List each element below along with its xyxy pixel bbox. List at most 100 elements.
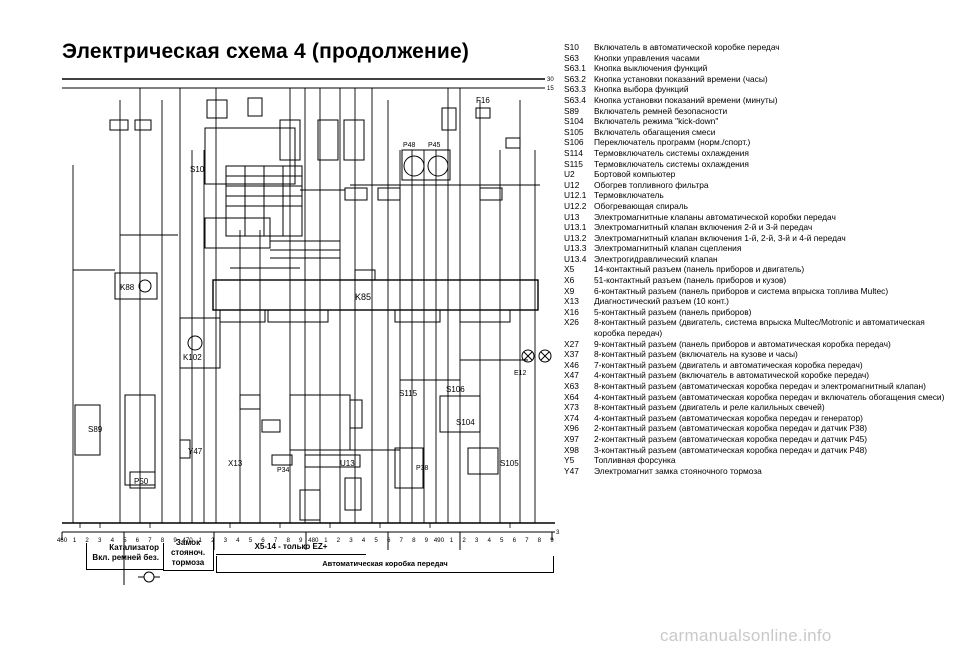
legend-code: X9 xyxy=(564,285,575,296)
legend-code: X16 xyxy=(564,306,579,317)
ground-scale-number: 5 xyxy=(123,537,127,544)
legend-description: Кнопки управления часами xyxy=(594,52,700,63)
legend-description: Включатель обагащения смеси xyxy=(594,126,716,137)
legend-description: 8-контактный разъем (двигатель и реле ка… xyxy=(594,402,825,413)
ground-scale-number: 4 xyxy=(362,537,366,544)
watermark: carmanualsonline.info xyxy=(660,626,832,645)
legend-description: Термовключатель системы охлаждения xyxy=(594,158,749,169)
legend-code: S63.3 xyxy=(564,84,586,95)
legend-code: X73 xyxy=(564,402,579,413)
legend-description: Кнопка выбора функций xyxy=(594,84,689,95)
legend-code: U13.2 xyxy=(564,232,587,243)
ground-scale-number: 8 xyxy=(286,537,290,544)
ground-scale-number: 6 xyxy=(513,537,517,544)
ground-scale-number: 6 xyxy=(387,537,391,544)
legend-code: U12 xyxy=(564,179,580,190)
component-label: K85 xyxy=(355,292,371,302)
component-label: S105 xyxy=(500,459,519,468)
ground-scale-number: 3 xyxy=(349,537,353,544)
catalyst-symbol-icon xyxy=(138,571,160,583)
ground-scale-number: 9 xyxy=(550,537,554,544)
legend-description: Включатель режима "kick-down" xyxy=(594,116,719,127)
legend-code: X97 xyxy=(564,433,579,444)
ground-scale-number: 7 xyxy=(148,537,152,544)
legend-row: X73 8-контактный разъем (двигатель и реле… xyxy=(564,402,954,413)
legend-code: S63.1 xyxy=(564,63,586,74)
ground-scale-number: 7 xyxy=(274,537,278,544)
legend-code: X27 xyxy=(564,338,579,349)
ground-scale-number: 5 xyxy=(249,537,253,544)
legend-description: Электромагнитные клапаны автоматической … xyxy=(594,211,836,222)
legend-code: U13.4 xyxy=(564,253,587,264)
legend-code: X74 xyxy=(564,412,579,423)
legend-description: 7-контактный разъем (двигатель и автомат… xyxy=(594,359,863,370)
footer-box-catalyst: Катализатор Вкл. ремней без. xyxy=(86,543,164,570)
legend-description: 5-контактный разъем (панель приборов) xyxy=(594,306,752,317)
ground-scale-number: 9 xyxy=(173,537,177,544)
component-label: K102 xyxy=(183,353,202,362)
ground-scale-number: 5 xyxy=(374,537,378,544)
component-label: P45 xyxy=(428,142,441,149)
legend-code: X63 xyxy=(564,381,579,391)
legend-description: Обогревающая спираль xyxy=(594,200,689,211)
legend-code: X37 xyxy=(564,349,579,360)
legend-code: S105 xyxy=(564,126,584,137)
legend-row: S105 Включатель обагащения смеси xyxy=(564,127,954,138)
wiring-diagram: 30 15 31 S10 S89 S104 S105 S106 S115 K85… xyxy=(57,77,560,585)
ground-scale-number: 1 xyxy=(450,537,454,544)
ground-scale-number: 8 xyxy=(412,537,416,544)
legend-row: X9 6-контактный разъем (панель приборов и… xyxy=(564,286,954,297)
ground-scale-number: 7 xyxy=(525,537,529,544)
legend-row: Y47 Электромагнит замка стояночного тормо… xyxy=(564,466,954,477)
legend-description: Включатель в автоматической коробке пере… xyxy=(594,42,780,52)
legend-description: 6-контактный разъем (панель приборов и с… xyxy=(594,285,889,296)
ground-scale-number: 490 xyxy=(434,537,445,544)
ground-scale-number: 4 xyxy=(487,537,491,544)
page-title: Электрическая схема 4 (продолжение) xyxy=(62,40,470,63)
component-label: S89 xyxy=(88,425,103,434)
legend-row: X16 5-контактный разъем (панель приборов) xyxy=(564,307,954,318)
legend-code: S106 xyxy=(564,137,584,148)
ground-scale-number: 7 xyxy=(399,537,403,544)
component-label: S10 xyxy=(190,165,205,174)
legend-description: Электрогидравлический клапан xyxy=(594,253,718,264)
legend-code: S63.2 xyxy=(564,73,586,84)
legend-code: S10 xyxy=(564,42,579,52)
ground-scale-number: 3 xyxy=(98,537,102,544)
component-label: P38 xyxy=(416,465,429,472)
legend-code: S114 xyxy=(564,147,583,158)
legend-description: 4-контактный разъем (автоматическая коро… xyxy=(594,391,945,402)
legend-code: U12.2 xyxy=(564,200,587,211)
legend-description: Кнопка установки показаний времени (мину… xyxy=(594,94,778,105)
legend-description: 8-контактный разъем (двигатель, система … xyxy=(594,317,925,339)
legend-code: S104 xyxy=(564,116,584,127)
footer-label: X5-14 - только EZ+ xyxy=(254,542,328,551)
legend-description: Электромагнит замка стояночного тормоза xyxy=(594,465,762,476)
component-label: S115 xyxy=(399,389,418,398)
legend-code: X5 xyxy=(564,264,575,275)
legend-code: X47 xyxy=(564,370,579,381)
ground-scale-number: 2 xyxy=(462,537,466,544)
legend-description: Термовключатель xyxy=(594,190,664,201)
ground-scale-number: 2 xyxy=(85,537,89,544)
ground-scale-number: 9 xyxy=(425,537,429,544)
legend-description: 51-контактный разъем (панель приборов и … xyxy=(594,275,787,286)
legend-code: Y47 xyxy=(564,465,579,476)
